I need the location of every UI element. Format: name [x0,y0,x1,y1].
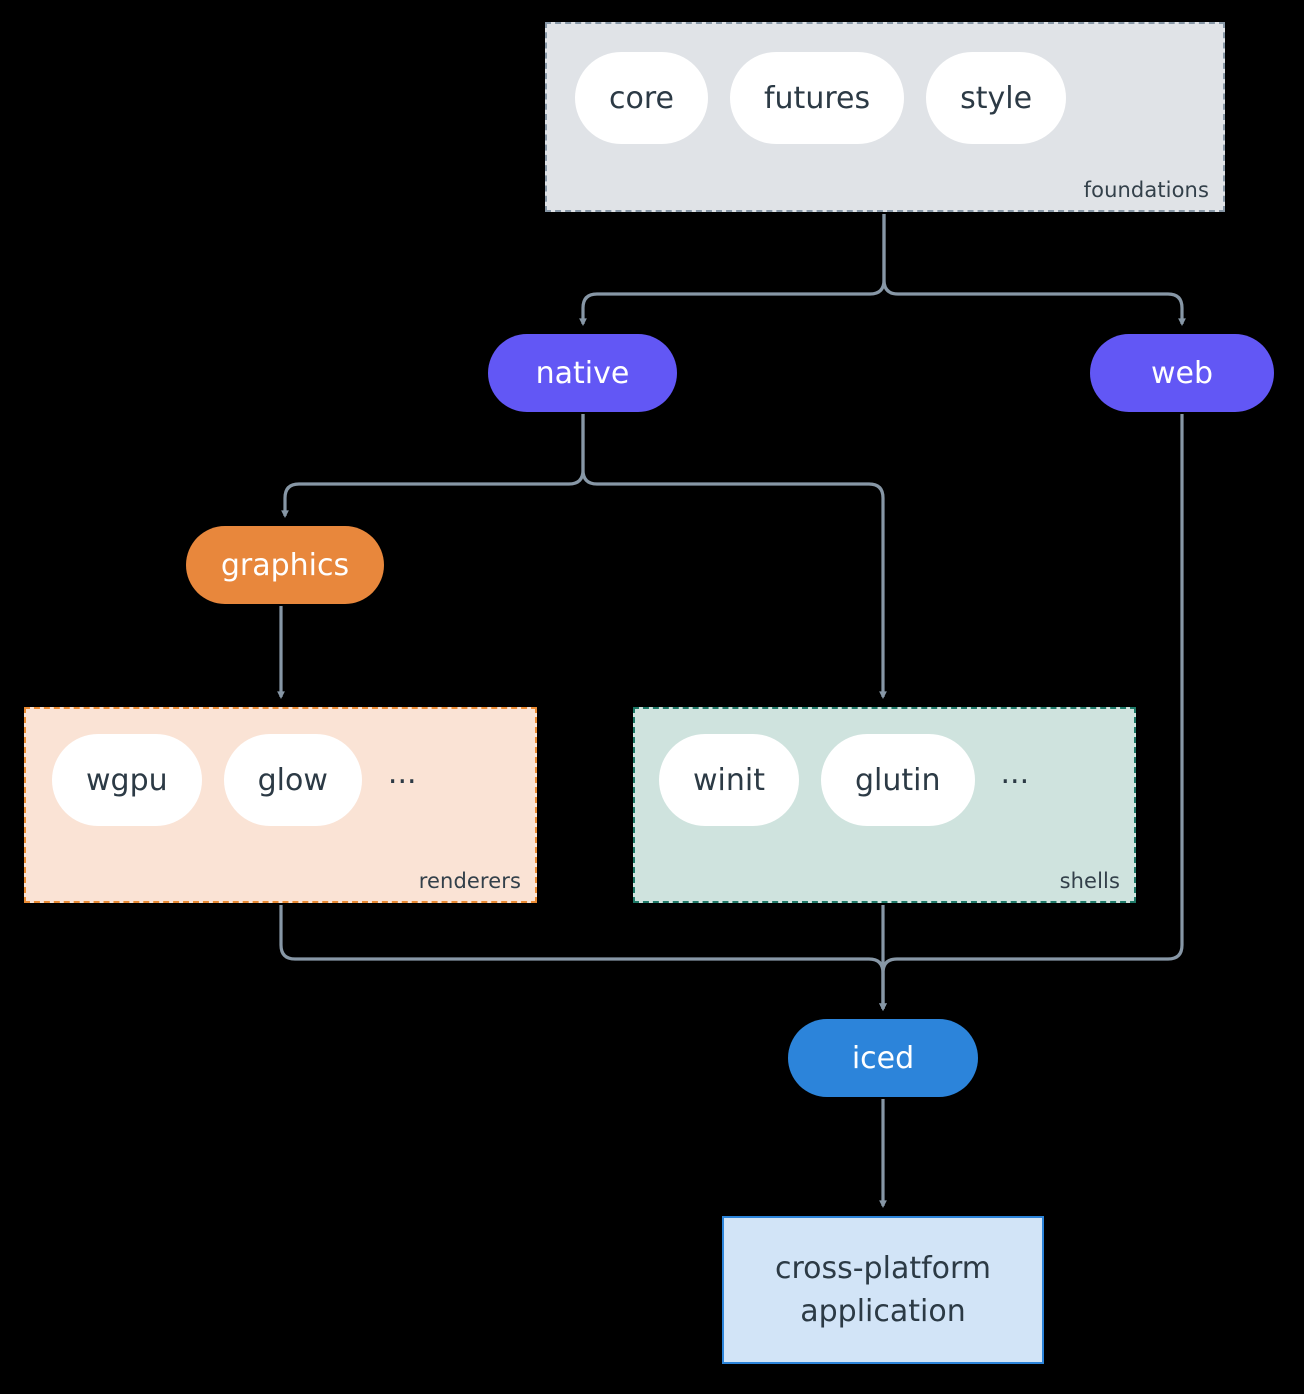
chip-style[interactable]: style [926,52,1067,144]
node-native[interactable]: native [488,334,677,412]
cluster-shells: winit glutin ... shells [633,707,1136,903]
node-iced[interactable]: iced [788,1019,978,1097]
node-cross-platform-application[interactable]: cross-platform application [722,1216,1044,1364]
foundations-chip-row: core futures style [575,52,1067,144]
edge-foundations-native [579,214,886,327]
renderers-chip-row: wgpu glow ... [52,734,421,826]
cluster-label-renderers: renderers [418,869,521,893]
renderers-ellipsis: ... [387,756,417,791]
chip-wgpu[interactable]: wgpu [52,734,202,826]
application-line-2: application [800,1294,966,1329]
node-graphics[interactable]: graphics [186,526,384,604]
node-web[interactable]: web [1090,334,1274,412]
cluster-label-foundations: foundations [1083,178,1209,202]
chip-glow[interactable]: glow [223,734,362,826]
application-line-1: cross-platform [774,1250,992,1286]
chip-futures[interactable]: futures [729,52,905,144]
chip-core[interactable]: core [575,52,708,144]
cluster-label-shells: shells [1059,869,1120,893]
edge-native-graphics [281,414,585,519]
shells-ellipsis: ... [1000,756,1030,791]
chip-glutin[interactable]: glutin [820,734,975,826]
edge-native-shells [581,414,887,700]
cluster-renderers: wgpu glow ... renderers [24,707,537,903]
cluster-foundations: core futures style foundations [545,22,1225,212]
edge-renderers-iced [279,905,887,1012]
edge-foundations-web [882,214,1186,327]
shells-chip-row: winit glutin ... [659,734,1033,826]
chip-winit[interactable]: winit [659,734,799,826]
